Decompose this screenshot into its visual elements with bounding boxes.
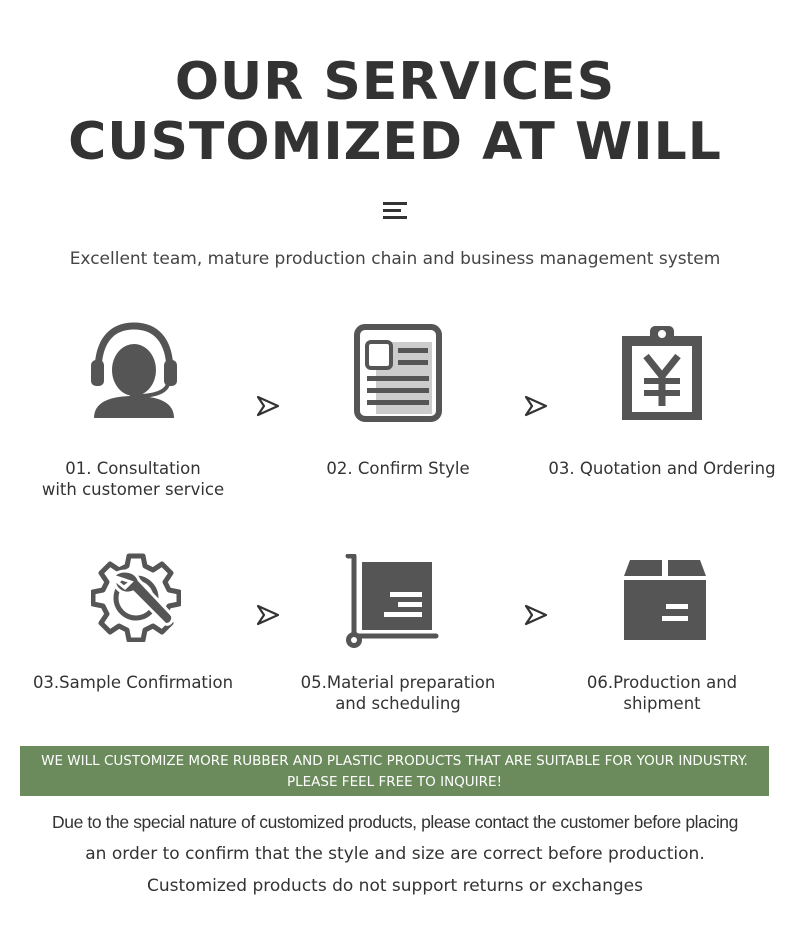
title-line-2: CUSTOMIZED AT WILL [68,112,722,172]
step-label: 03. Quotation and Ordering [548,459,776,478]
yen-clipboard-icon [622,326,702,420]
arrow-right-icon [256,395,280,417]
step-label: 01. Consultation with customer service [41,459,225,499]
banner-line-1: WE WILL CUSTOMIZE MORE RUBBER AND PLASTI… [41,753,748,769]
menu-icon [383,202,407,220]
step-label: 02. Confirm Style [326,459,470,478]
banner-line-2: PLEASE FEEL FREE TO INQUIRE! [286,774,502,790]
step-label: 03.Sample Confirmation [32,673,234,692]
arrow-right-icon [524,395,548,417]
arrow-right-icon [524,604,548,626]
title-line-1: OUR SERVICES [174,52,616,112]
step-label: 06.Production and shipment [586,673,738,713]
page-title: OUR SERVICES CUSTOMIZED AT WILL [0,52,790,172]
hand-truck-icon [345,554,439,648]
gear-wrench-icon [91,553,181,642]
notice-line-2: an order to confirm that the style and s… [85,844,705,864]
box-icon [624,560,706,640]
notice-line-3: Customized products do not support retur… [147,876,643,896]
inquiry-banner: WE WILL CUSTOMIZE MORE RUBBER AND PLASTI… [20,746,769,796]
arrow-right-icon [256,604,280,626]
subtitle: Excellent team, mature production chain … [69,249,721,269]
headset-agent-icon [91,322,177,418]
document-card-icon [354,324,442,422]
step-label: 05.Material preparation and scheduling [300,673,496,713]
notice-line-1: Due to the special nature of customized … [52,812,738,832]
